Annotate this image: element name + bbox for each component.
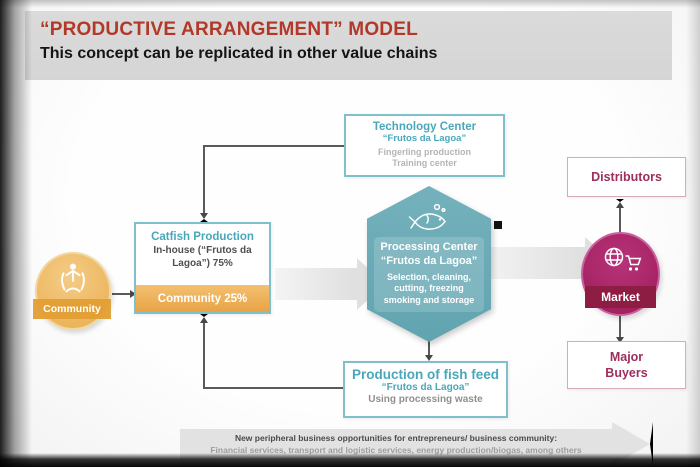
processing-text-panel: Processing Center “Frutos da Lagoa” Sele… (374, 237, 484, 312)
community-label: Community (33, 299, 111, 319)
catfish-detail: In-house (“Frutos da Lagoa”) 75% (153, 245, 252, 269)
connector-processing-to-fishfeed (428, 340, 430, 356)
fish-feed-detail: Using processing waste (368, 394, 483, 405)
flow-arrow-body (478, 247, 585, 279)
connector-market-to-distributors (619, 204, 621, 234)
connector-market-to-majorbuyers (619, 314, 621, 338)
banner-line1: New peripheral business opportunities fo… (234, 433, 558, 443)
vignette-right (686, 0, 700, 467)
processing-subtitle: “Frutos da Lagoa” (380, 254, 478, 267)
globe-cart-icon (604, 247, 641, 271)
market-label: Market (585, 286, 656, 308)
fish-icon (408, 203, 446, 230)
major-buyers-label: Major Buyers (605, 349, 648, 380)
hexagon-shape (367, 186, 491, 342)
catfish-community-band: Community 25% (136, 285, 269, 312)
node-technology-center: Technology Center “Frutos da Lagoa” Fing… (344, 114, 505, 177)
fish-feed-title: Production of fish feed (352, 367, 499, 382)
vignette-top (0, 0, 700, 8)
flow-arrow-body (275, 268, 357, 300)
distributors-label: Distributors (591, 169, 662, 184)
node-catfish-production: Catfish Production In-house (“Frutos da … (134, 222, 271, 314)
arrowhead-into-distributors (616, 199, 624, 208)
catfish-title: Catfish Production (151, 231, 254, 243)
connector-fishfeed-vertical (203, 320, 205, 387)
connector-fishfeed-horizontal (203, 387, 344, 389)
fish-feed-subtitle: “Frutos da Lagoa” (381, 382, 470, 393)
technology-center-subtitle: “Frutos da Lagoa” (382, 133, 467, 144)
node-fish-feed: Production of fish feed “Frutos da Lagoa… (343, 361, 508, 418)
node-market: Market (581, 232, 660, 316)
header-band: “PRODUCTIVE ARRANGEMENT” MODEL This conc… (25, 11, 672, 80)
connector-techcenter-vertical (203, 145, 205, 215)
node-distributors: Distributors (567, 157, 686, 197)
people-icon (61, 263, 85, 293)
technology-center-line1: Fingerling production (378, 147, 471, 157)
node-processing-center: Processing Center “Frutos da Lagoa” Sele… (367, 186, 491, 342)
banner-new-opportunities: New peripheral business opportunities fo… (180, 429, 612, 459)
arrowhead-into-catfish-top (200, 213, 208, 222)
arrowhead-into-catfish-bottom (200, 314, 208, 323)
technology-center-title: Technology Center (372, 121, 477, 133)
connector-techcenter-horizontal (203, 145, 345, 147)
processing-title: Processing Center (380, 241, 478, 253)
page-subtitle: This concept can be replicated in other … (40, 45, 438, 62)
banner-arrow-tip (612, 422, 653, 466)
page-title: “PRODUCTIVE ARRANGEMENT” MODEL (40, 19, 418, 40)
banner-line2: Financial services, transport and logist… (210, 445, 582, 455)
connector-community-to-catfish (112, 293, 132, 295)
technology-center-line2: Training center (392, 158, 457, 169)
black-square-marker (494, 221, 502, 229)
processing-detail: Selection, cleaning, cutting, freezing s… (383, 271, 475, 305)
node-community: Community (33, 252, 111, 330)
node-major-buyers: Major Buyers (567, 341, 686, 389)
